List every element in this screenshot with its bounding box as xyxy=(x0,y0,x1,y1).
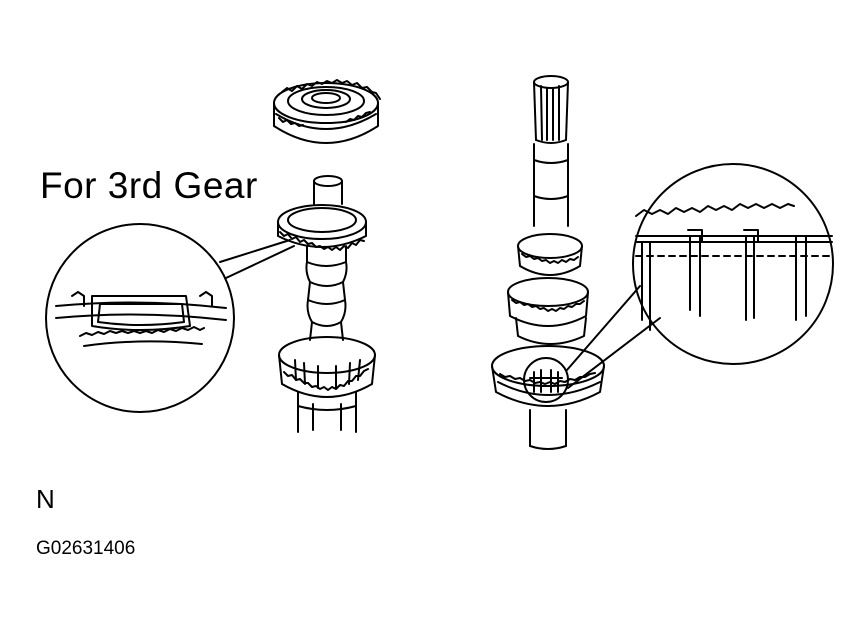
figure-code: G02631406 xyxy=(36,538,136,559)
callout-title: For 3rd Gear xyxy=(40,165,258,206)
synchronizer-hub-sleeve xyxy=(274,80,380,143)
view-letter: N xyxy=(36,484,55,514)
synchronizer-ring xyxy=(278,205,366,250)
left-output-shaft xyxy=(279,176,375,432)
left-magnifier-callout xyxy=(46,224,294,412)
right-magnifier-callout xyxy=(567,164,833,388)
right-output-shaft-assembly xyxy=(492,76,604,449)
